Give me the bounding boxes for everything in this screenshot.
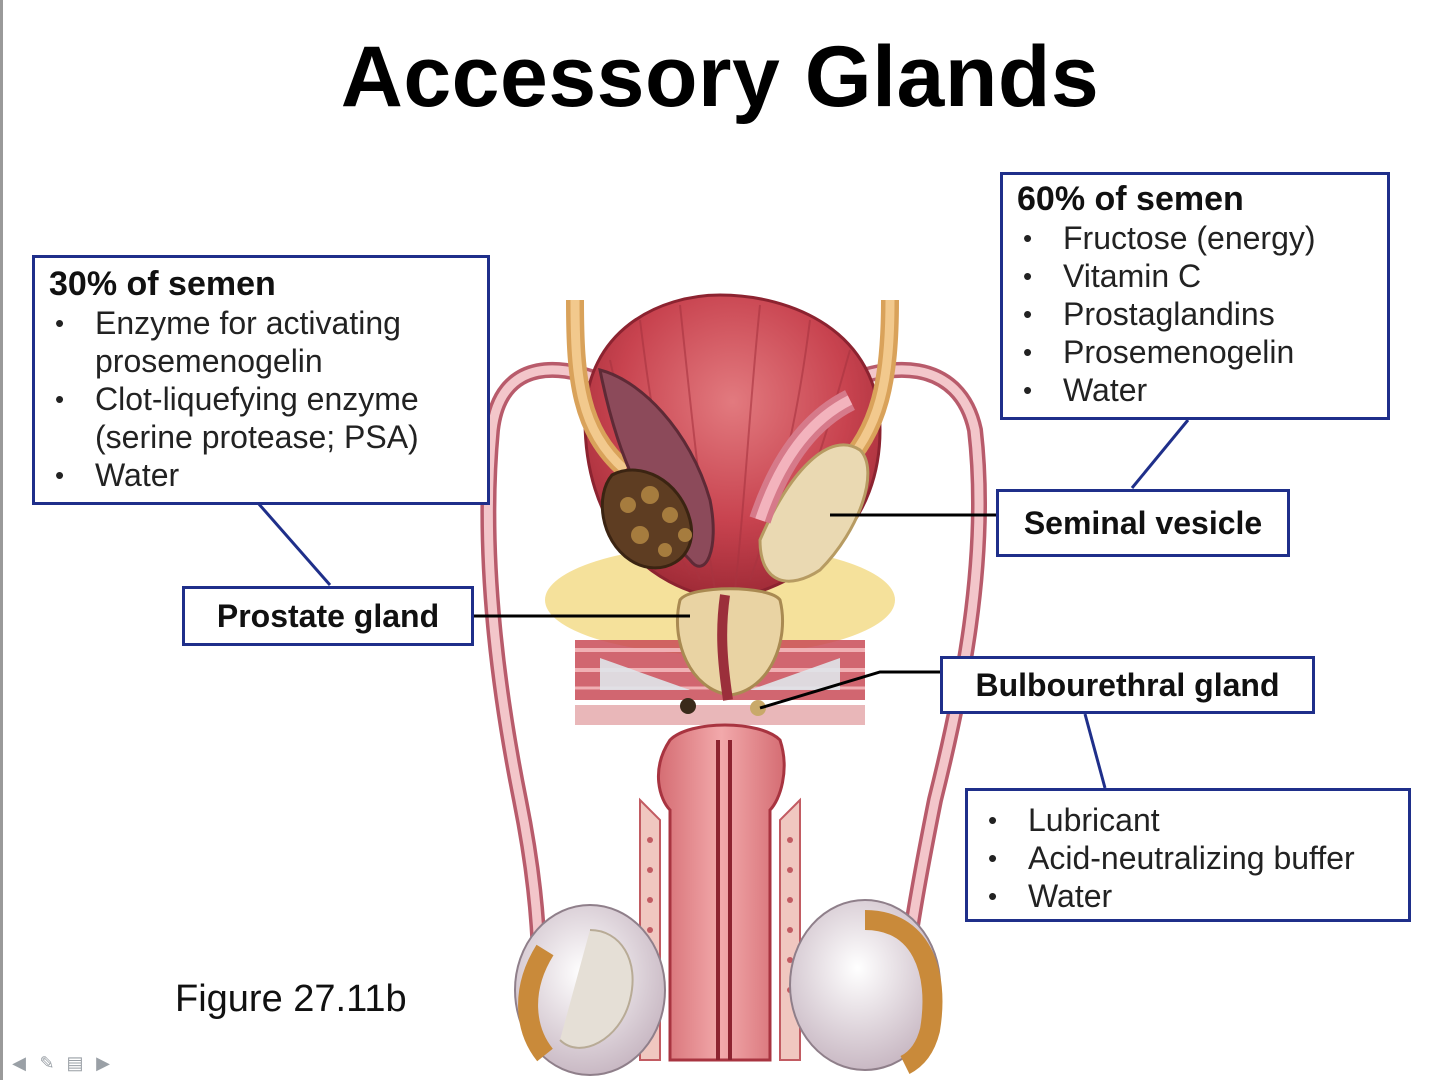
- bullet: •: [55, 460, 65, 490]
- bulbourethral-gland-label: Bulbourethral gland: [940, 656, 1315, 714]
- connector-prostate-box: [256, 502, 332, 586]
- epididymis-right: [864, 910, 943, 1074]
- list-item: •Water: [1023, 372, 1148, 408]
- list-item: •Prostaglandins: [1023, 296, 1275, 332]
- list-item: •Lubricant: [988, 802, 1160, 838]
- bulbourethral-gland-left: [680, 698, 696, 714]
- seminal-vesicle-right: [758, 443, 870, 583]
- prostate-description-box: 30% of semen •Enzyme for activating pros…: [32, 255, 490, 505]
- list-item: •Clot-liquefying enzyme (serine protease…: [55, 381, 419, 455]
- list-item: •Enzyme for activating prosemenogelin: [55, 305, 401, 379]
- bullet: •: [1023, 375, 1033, 405]
- slide-left-border: [0, 0, 3, 1080]
- bullet: •: [988, 881, 998, 911]
- bullet: •: [988, 843, 998, 873]
- prostate-box-heading: 30% of semen: [49, 265, 276, 303]
- bullet: •: [1023, 261, 1033, 291]
- connector-bulbo-box: [1083, 713, 1107, 789]
- list-item: •Fructose (energy): [1023, 220, 1316, 256]
- prostate-gland-label: Prostate gland: [182, 586, 474, 646]
- bullet: •: [988, 805, 998, 835]
- connector-vesicle-box: [1130, 419, 1190, 489]
- urogenital-diaphragm: [575, 705, 865, 725]
- list-item: •Prosemenogelin: [1023, 334, 1295, 370]
- bulbourethral-description-box: •Lubricant •Acid-neutralizing buffer •Wa…: [965, 788, 1411, 922]
- vesicle-description-box: 60% of semen •Fructose (energy) •Vitamin…: [1000, 172, 1390, 420]
- bullet: •: [1023, 223, 1033, 253]
- seminal-vesicle-left: [600, 468, 693, 570]
- bulbo-box-list: •Lubricant •Acid-neutralizing buffer •Wa…: [982, 801, 1394, 915]
- list-item: •Acid-neutralizing buffer: [988, 840, 1355, 876]
- vesicle-box-heading: 60% of semen: [1017, 180, 1244, 218]
- vesicle-box-list: •Fructose (energy) •Vitamin C •Prostagla…: [1017, 219, 1373, 409]
- prostate-box-list: •Enzyme for activating prosemenogelin •C…: [49, 304, 473, 494]
- bullet: •: [55, 308, 65, 338]
- pointer-bulbourethral: [759, 670, 940, 710]
- menu-icon[interactable]: ▤: [66, 1052, 84, 1073]
- pen-icon[interactable]: ✎: [39, 1052, 55, 1073]
- arrow-left-icon[interactable]: ◀: [12, 1052, 26, 1073]
- list-item: •Water: [988, 878, 1113, 914]
- prostate-illustration: [675, 587, 785, 697]
- arrow-right-icon[interactable]: ▶: [96, 1052, 110, 1073]
- bullet: •: [1023, 299, 1033, 329]
- bullet: •: [55, 384, 65, 414]
- seminal-vesicle-label: Seminal vesicle: [996, 489, 1290, 557]
- list-item: •Water: [55, 457, 180, 493]
- list-item: •Vitamin C: [1023, 258, 1202, 294]
- penis-shaft: [656, 723, 786, 1062]
- epididymis-left: [518, 944, 554, 1062]
- bullet: •: [1023, 337, 1033, 367]
- urethra-prostatic: [717, 594, 733, 701]
- slideshow-nav: ◀ ✎ ▤ ▶: [8, 1052, 114, 1074]
- figure-reference: Figure 27.11b: [175, 978, 407, 1020]
- slide-title: Accessory Glands: [340, 29, 1100, 125]
